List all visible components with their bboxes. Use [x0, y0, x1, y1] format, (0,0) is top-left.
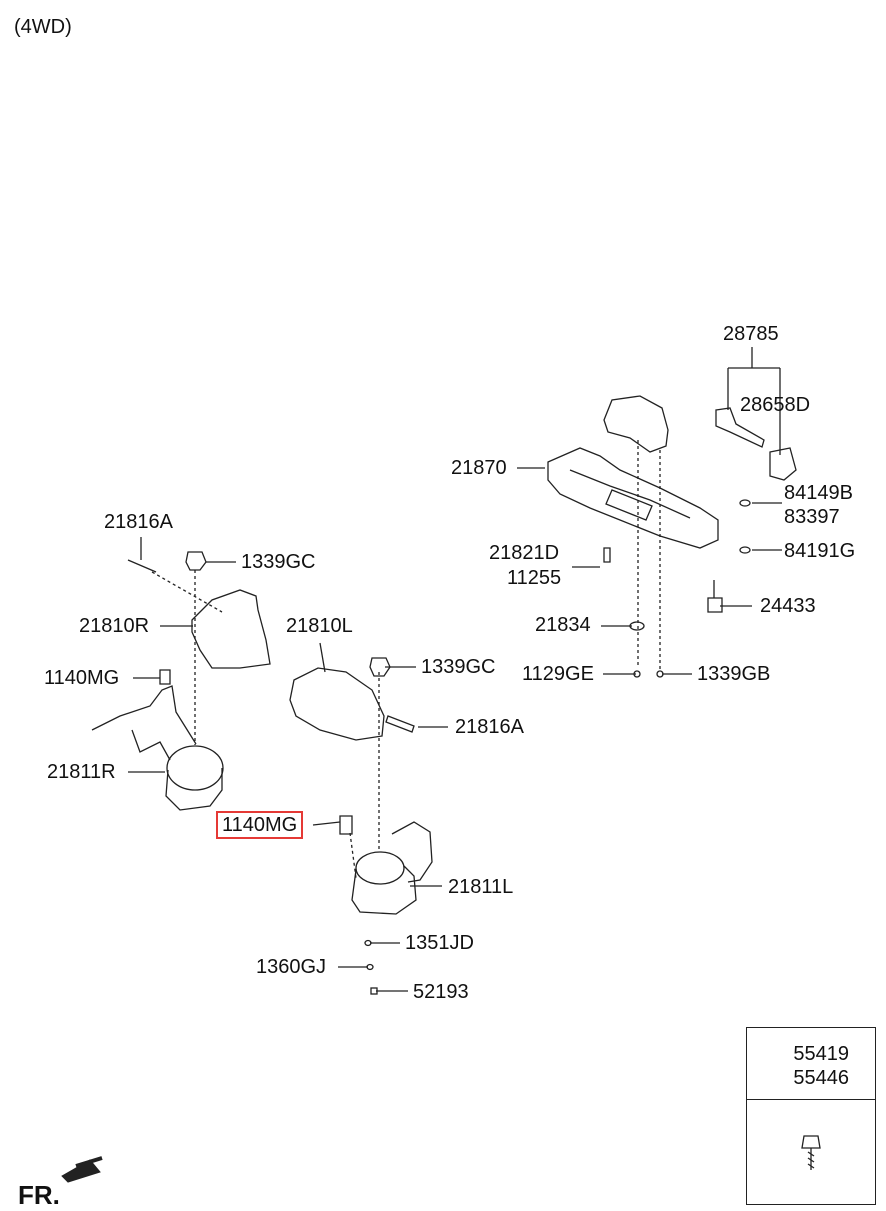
label-28658D[interactable]: 28658D — [740, 394, 811, 416]
label-28785[interactable]: 28785 — [723, 323, 779, 345]
fastener-legend-box: 55419 55446 — [746, 1027, 876, 1205]
legend-codes: 55419 55446 — [747, 1028, 875, 1100]
label-52193[interactable]: 52193 — [413, 981, 469, 1003]
label-11255[interactable]: 11255 — [507, 567, 562, 589]
label-1339GB[interactable]: 1339GB — [697, 663, 771, 685]
label-83397[interactable]: 83397 — [784, 506, 840, 528]
label-21870[interactable]: 21870 — [451, 457, 507, 479]
variant-label: (4WD) — [14, 16, 72, 38]
label-1140MG-highlighted[interactable]: 1140MG — [216, 811, 304, 839]
label-21810R[interactable]: 21810R — [79, 615, 150, 637]
label-1351JD[interactable]: 1351JD — [405, 932, 474, 954]
label-84149B[interactable]: 84149B — [784, 482, 853, 504]
label-21834[interactable]: 21834 — [535, 614, 591, 636]
label-21810L[interactable]: 21810L — [286, 615, 353, 637]
legend-code-55446[interactable]: 55446 — [793, 1067, 849, 1089]
label-24433[interactable]: 24433 — [760, 595, 816, 617]
label-1140MG-left[interactable]: 1140MG — [44, 667, 120, 689]
label-1129GE[interactable]: 1129GE — [522, 663, 594, 685]
label-1339GC-mid[interactable]: 1339GC — [421, 656, 496, 678]
legend-code-55419[interactable]: 55419 — [793, 1043, 849, 1065]
label-21821D[interactable]: 21821D — [489, 542, 560, 564]
label-21816A-mid[interactable]: 21816A — [455, 716, 524, 738]
label-84191G[interactable]: 84191G — [784, 540, 856, 562]
label-1360GJ[interactable]: 1360GJ — [256, 956, 327, 978]
label-21816A-left[interactable]: 21816A — [104, 511, 173, 533]
label-21811L[interactable]: 21811L — [448, 876, 514, 898]
front-direction-marker: FR. — [18, 1180, 60, 1210]
label-1339GC-left[interactable]: 1339GC — [241, 551, 316, 573]
label-21811R[interactable]: 21811R — [47, 761, 116, 783]
